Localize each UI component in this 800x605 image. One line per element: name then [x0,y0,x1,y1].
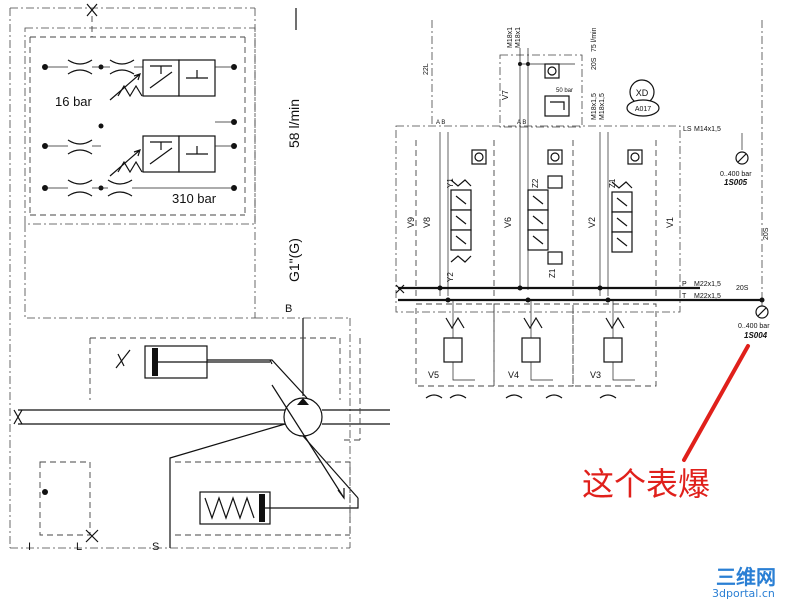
flow-rate-label: 58 l/min [286,99,302,148]
label-flow: 75 l/min [591,27,598,52]
section-dividers [415,140,657,300]
gauge-top-range: 0..400 bar [720,171,752,178]
shaft-end-cross [13,409,23,425]
control-cylinder-top [115,345,308,399]
top-port-cross [86,3,98,17]
label-m18-1: M18x1 [507,27,514,48]
label-20s-side: 20S [763,227,770,240]
pressure-valve-310bar [109,135,234,177]
pressure-valve-16bar [109,59,234,123]
orifice-symbols [67,59,135,197]
pump-control-line [302,435,359,499]
section-v8: V8 [422,217,432,228]
pt-junction-dots [437,285,765,303]
label-m22b: M22x1,5 [694,293,721,300]
watermark-logo: 三维网 [716,565,776,589]
gauge-bot-id: 1S004 [744,331,768,340]
cut-off-symbols [425,394,617,399]
valve-block-lower-frame [24,224,255,319]
solenoid-y2: Y2 [446,272,455,282]
v7-check-valve [544,63,560,79]
port-l-cross [85,529,99,543]
port-l-label: L [76,541,82,553]
section-v5: V5 [428,370,439,380]
pressure-gauge-1s004 [755,300,769,319]
section-v7-frame [499,54,583,128]
cylinder-case-frame [89,337,361,441]
drive-shaft [18,409,390,425]
control-cylinder-bottom [199,491,359,525]
label-m22a: M22x1,5 [694,281,721,288]
valve-section-v6 [527,149,563,265]
valve-section-v2 [599,132,643,296]
a017-badge: A017 [626,99,660,117]
gauge-bot-range: 0..400 bar [738,323,770,330]
drain-case-frame [39,461,91,536]
connection-dots-left [42,64,237,495]
spring-case-frame [175,461,351,536]
section-v9: V9 [406,217,416,228]
solenoid-z1-right: Z1 [608,178,617,188]
section-v7: V7 [501,90,510,100]
red-annotation [682,344,750,462]
annotation-arrow-line [682,344,750,462]
lower-section-v4 [493,300,574,387]
port-s-label: S [152,541,159,553]
label-50bar: 50 bar [556,88,573,94]
section-v6: V6 [503,217,513,228]
label-t: T [682,293,687,300]
label-m18-15a: M18x1,5 [591,93,598,120]
solenoid-z1-mid: Z1 [548,268,557,278]
left-schematic: 16 bar 310 bar 58 l/min G1"(G) B [9,3,390,553]
section-v3: V3 [590,370,601,380]
suction-line [169,423,286,548]
right-schematic: 22L M18x1 M18x1 75 l/min 20S 50 bar V7 M… [395,20,770,399]
label-m14: M14x1,5 [694,126,721,133]
label-m18-2: M18x1 [515,27,522,48]
lower-section-v5 [415,300,495,387]
section-v4: V4 [508,370,519,380]
pressure-high-label: 310 bar [172,191,217,206]
port-b-label: B [285,303,292,315]
label-20s-top: 20S [591,57,598,70]
solenoid-y1: Y1 [446,178,455,188]
svg-text:A017: A017 [635,106,651,113]
label-22l: 22L [423,63,430,75]
pressure-tank-lines [398,286,762,302]
valve-section-v8 [439,132,487,296]
label-20s-mid: 20S [736,285,749,292]
label-p: P [682,281,687,288]
label-ab2: A B [517,120,526,126]
label-ls: LS [683,126,692,133]
valve-bank-frame [395,125,681,313]
svg-text:XD: XD [636,88,649,98]
valve-block-frame [24,27,256,225]
label-m18-15b: M18x1,5 [599,93,606,120]
section-v1: V1 [665,217,675,228]
pressure-low-label: 16 bar [55,94,93,109]
watermark-url: 3dportal.cn [712,587,775,600]
v7-main-lines [519,48,529,290]
lower-section-v3 [572,300,657,387]
gauge-top-id: 1S005 [724,178,748,187]
solenoid-z2: Z2 [531,178,540,188]
pressure-gauge-1s005 [735,133,749,165]
label-ab1: A B [436,120,445,126]
port-thread-label: G1"(G) [286,238,302,282]
annotation-text: 这个表爆 [582,465,710,503]
v7-relief-valve [544,95,570,117]
port-i-label: I [28,541,31,553]
section-v2: V2 [587,217,597,228]
